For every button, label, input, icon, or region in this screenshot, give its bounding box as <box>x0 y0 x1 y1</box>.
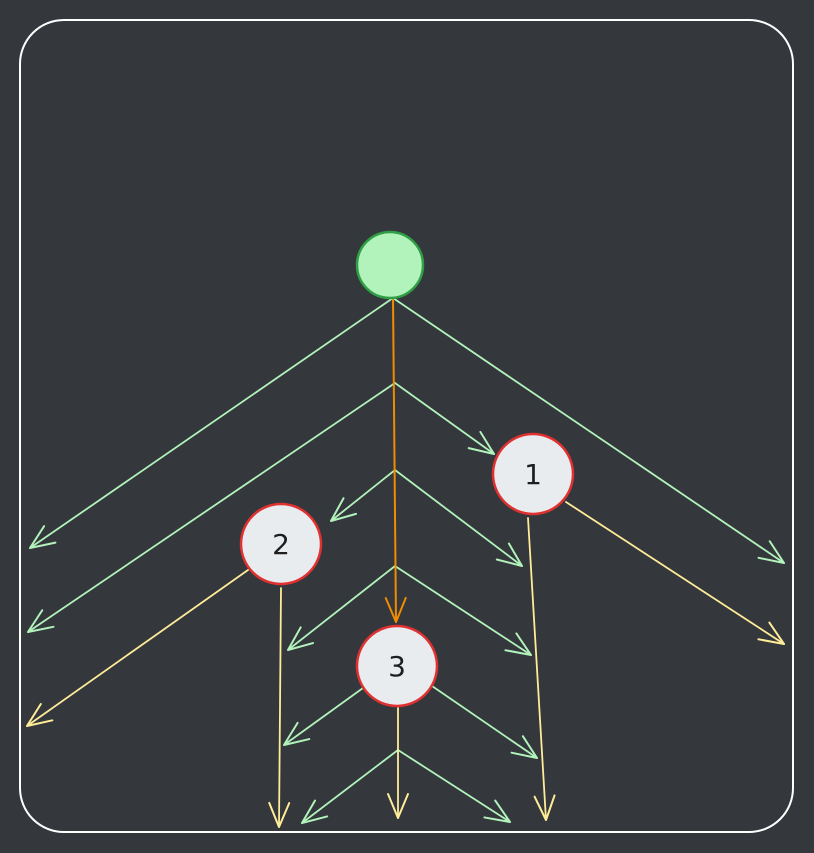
edge-root-far-left <box>29 297 394 549</box>
edge-bottom-right <box>397 749 511 823</box>
edge-n3-top-left <box>287 565 396 651</box>
edge-root-to-n3 <box>384 297 407 623</box>
node-2[interactable]: 2 <box>239 502 323 586</box>
green-edges <box>26 297 785 824</box>
root-node[interactable] <box>355 230 425 300</box>
node-1[interactable]: 1 <box>491 432 575 516</box>
edge-n2-down <box>268 587 291 828</box>
node-3[interactable]: 3 <box>355 624 439 708</box>
node-2-label: 2 <box>272 528 290 561</box>
frame-border <box>19 19 794 833</box>
edge-low-right <box>394 469 523 567</box>
node-2-circle <box>239 502 323 586</box>
node-1-circle <box>491 432 575 516</box>
edge-n2-left <box>26 569 249 727</box>
yellow-edges <box>26 501 785 828</box>
node-3-circle <box>355 624 439 708</box>
edge-n1-right <box>565 501 785 645</box>
root-node-circle <box>355 230 425 300</box>
edge-n1-down <box>527 517 556 821</box>
node-1-label: 1 <box>524 458 542 491</box>
edge-mid-to-n1 <box>394 382 495 455</box>
edge-root-far-right <box>392 297 785 564</box>
edge-bottom-left <box>301 749 399 824</box>
edge-low-to-n2 <box>330 469 396 522</box>
edge-n3-left <box>283 687 364 746</box>
edge-n3-top-right <box>394 565 532 656</box>
edge-mid-left <box>26 382 396 633</box>
node-3-label: 3 <box>388 650 406 683</box>
edge-n3-right <box>431 685 538 759</box>
